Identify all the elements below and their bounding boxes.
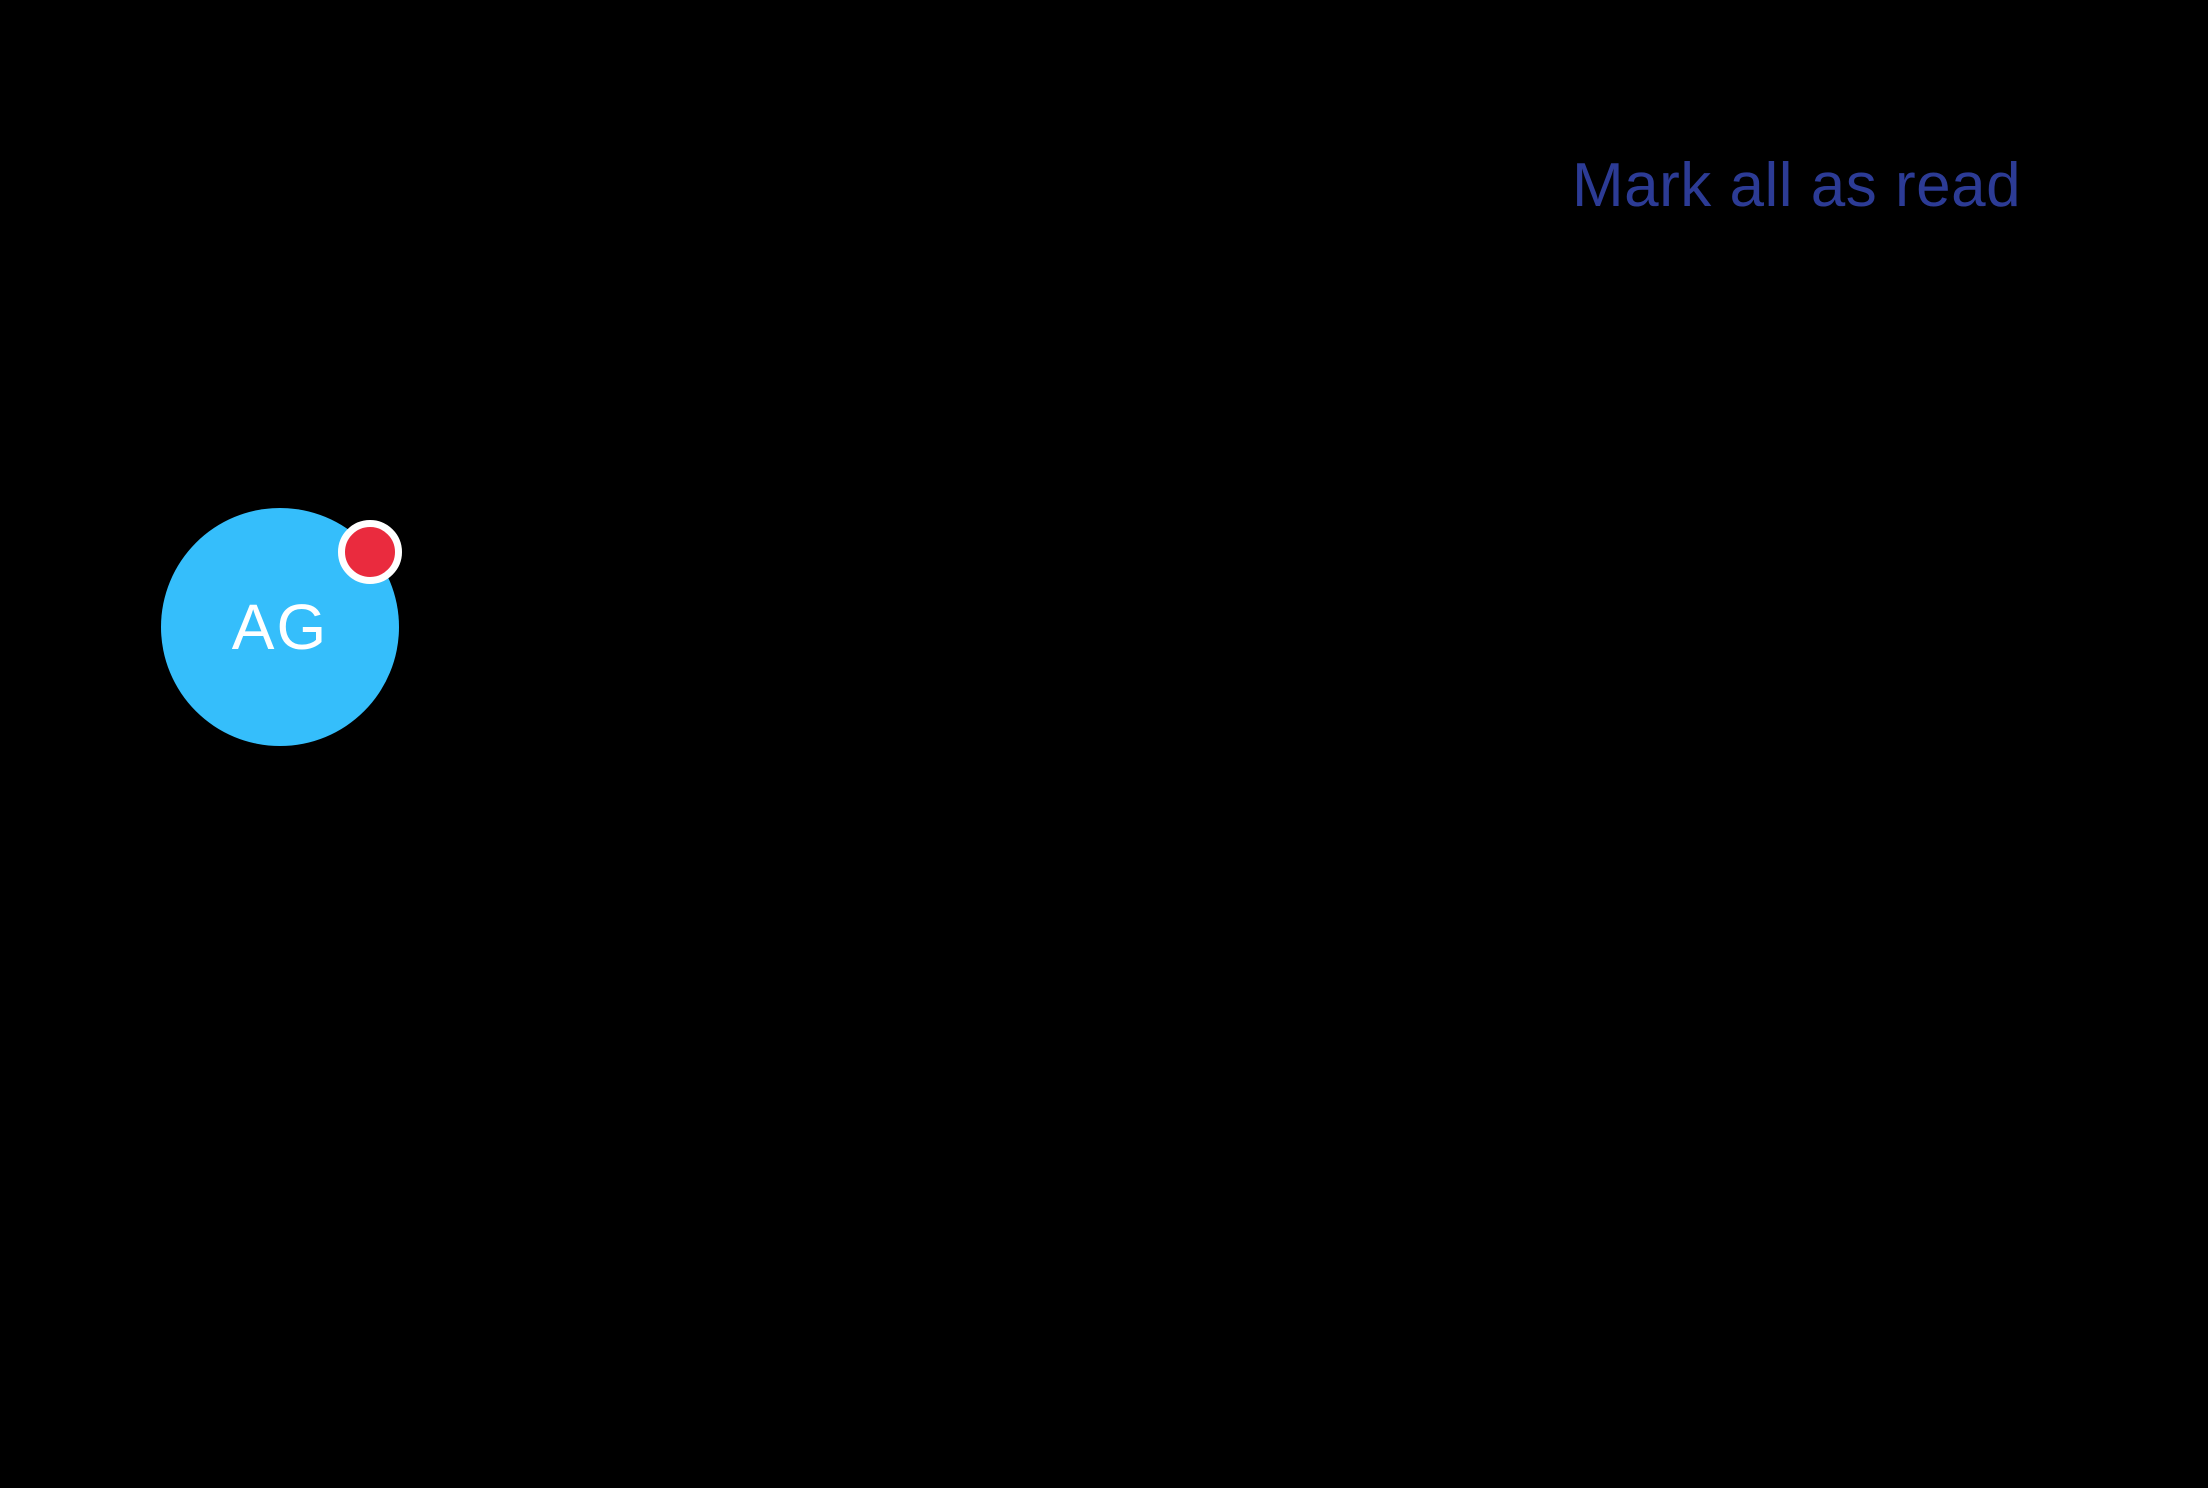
- mark-all-as-read-link[interactable]: Mark all as read: [1572, 151, 2022, 220]
- unread-badge-icon: [338, 520, 402, 584]
- avatar: AG: [161, 508, 402, 746]
- avatar-initials: AG: [231, 591, 329, 663]
